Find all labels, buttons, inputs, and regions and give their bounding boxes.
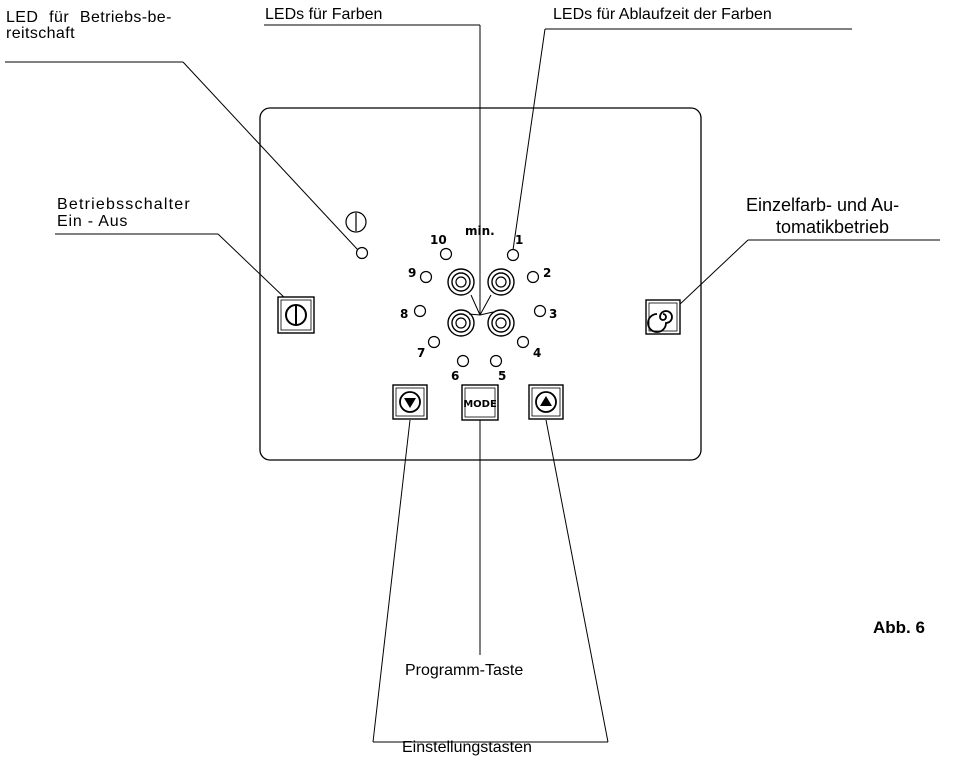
color-led	[487, 268, 515, 296]
runtime-led-6	[456, 354, 470, 368]
runtime-number-9: 9	[408, 266, 416, 280]
runtime-led-3	[533, 304, 547, 318]
mode-button-label: MODE	[463, 399, 497, 410]
leader-lines	[5, 24, 940, 743]
runtime-number-1: 1	[515, 233, 523, 247]
down-button[interactable]	[392, 384, 428, 420]
label-setting-keys: Einstellungstasten	[402, 739, 532, 756]
label-led-ready-line2: reitschaft	[6, 25, 75, 42]
label-mode-line2: tomatikbetrieb	[776, 217, 890, 237]
runtime-number-3: 3	[549, 307, 557, 321]
runtime-number-7: 7	[417, 346, 425, 360]
runtime-number-10: 10	[430, 233, 447, 247]
up-button[interactable]	[528, 384, 564, 420]
label-program-key: Programm-Taste	[405, 662, 524, 679]
triangle-down-icon	[404, 398, 416, 408]
runtime-led-7	[427, 335, 441, 349]
label-mode-line1: Einzelfarb- und Au-	[746, 195, 900, 215]
figure-reference: Abb. 6	[873, 618, 925, 637]
triangle-up-icon	[540, 396, 552, 406]
runtime-led-4	[516, 335, 530, 349]
power-button[interactable]	[277, 296, 315, 334]
spiral-icon	[647, 310, 673, 333]
runtime-number-6: 6	[451, 369, 459, 383]
color-led	[487, 309, 515, 337]
color-leds	[447, 268, 515, 337]
label-leds-colors: LEDs für Farben	[265, 6, 383, 23]
label-led-ready-line1: LED für Betriebs-be-	[6, 9, 172, 26]
runtime-led-10	[439, 247, 453, 261]
runtime-number-5: 5	[498, 369, 506, 383]
label-leds-runtime: LEDs für Ablaufzeit der Farben	[553, 6, 772, 23]
color-led	[447, 309, 475, 337]
power-icon	[285, 304, 307, 326]
min-label: min.	[465, 224, 495, 238]
runtime-led-5	[489, 354, 503, 368]
runtime-number-2: 2	[543, 266, 551, 280]
label-power-switch-line2: Ein - Aus	[57, 213, 129, 230]
runtime-leds	[413, 247, 547, 368]
runtime-led-8	[413, 304, 427, 318]
runtime-led-1	[506, 248, 520, 262]
color-led	[447, 268, 475, 296]
label-power-switch: Betriebsschalter Ein - Aus	[57, 196, 191, 230]
runtime-led-2	[526, 270, 540, 284]
runtime-number-4: 4	[533, 346, 541, 360]
label-power-switch-line1: Betriebsschalter	[57, 196, 191, 213]
mode-single-auto-button[interactable]	[645, 299, 681, 335]
program-mode-button[interactable]	[461, 384, 499, 421]
standby-power-icon	[345, 211, 367, 233]
label-led-ready: LED für Betriebs-be- reitschaft	[6, 9, 172, 42]
standby-led	[355, 246, 369, 260]
runtime-led-9	[419, 270, 433, 284]
runtime-number-8: 8	[400, 307, 408, 321]
label-mode: Einzelfarb- und Au- tomatikbetrieb	[746, 194, 899, 238]
